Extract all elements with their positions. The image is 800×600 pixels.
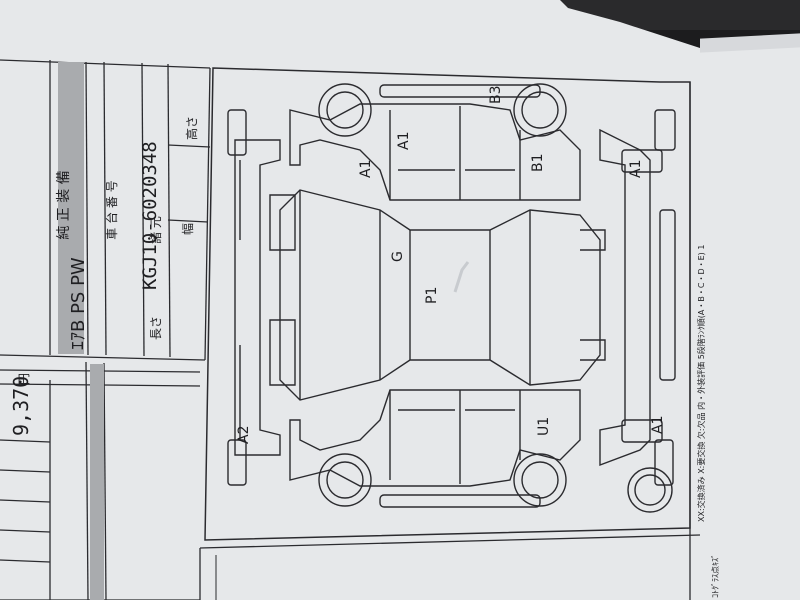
length-label: 長さ bbox=[149, 316, 163, 340]
mark-front-left-fender: A1 bbox=[396, 132, 412, 150]
mark-front-left-corner: A1 bbox=[358, 160, 374, 178]
car-diagram bbox=[227, 83, 676, 513]
mark-rear-right-door: U1 bbox=[536, 417, 552, 436]
price-amount: 9,370 bbox=[9, 376, 33, 436]
legend-bottom-fragment: ｺﾄｸﾞﾗｽ点ｷｽﾞ bbox=[711, 554, 720, 598]
spec-table bbox=[0, 59, 211, 600]
mark-front-left-bumper: A1 bbox=[628, 160, 644, 178]
mark-front-left-door: B1 bbox=[530, 153, 546, 172]
mark-front-left-door-top: B3 bbox=[488, 85, 504, 104]
damage-marks: A1 A1 B3 B1 A1 G P1 A2 U1 A1 bbox=[236, 85, 666, 444]
chassis-header: 車 台 番 号 bbox=[104, 180, 119, 239]
price-unit: 円 bbox=[17, 373, 31, 385]
equipment-band bbox=[58, 62, 84, 354]
mark-roof: P1 bbox=[424, 287, 440, 304]
mark-rear-right-bumper: A1 bbox=[650, 416, 666, 434]
chassis-number: KGJ10-6020348 bbox=[139, 141, 161, 290]
damage-scribble bbox=[453, 261, 470, 293]
height-label: 高さ bbox=[184, 116, 199, 140]
mark-hood: G bbox=[390, 251, 406, 262]
equipment-values: ｴｱB PS PW bbox=[68, 257, 89, 350]
legend-text: XX:交換済み X:要交換 欠:欠品 内・外装評価 5段階ﾗﾝｸ順(A・B・C・… bbox=[696, 245, 706, 522]
mark-rear-right-quarter: A2 bbox=[236, 426, 252, 444]
equipment-header: 純 正 装 備 bbox=[56, 170, 72, 239]
dims-header: 諸 元 bbox=[148, 216, 163, 244]
left-shade-band bbox=[90, 364, 104, 600]
width-label: 幅 bbox=[180, 223, 195, 235]
